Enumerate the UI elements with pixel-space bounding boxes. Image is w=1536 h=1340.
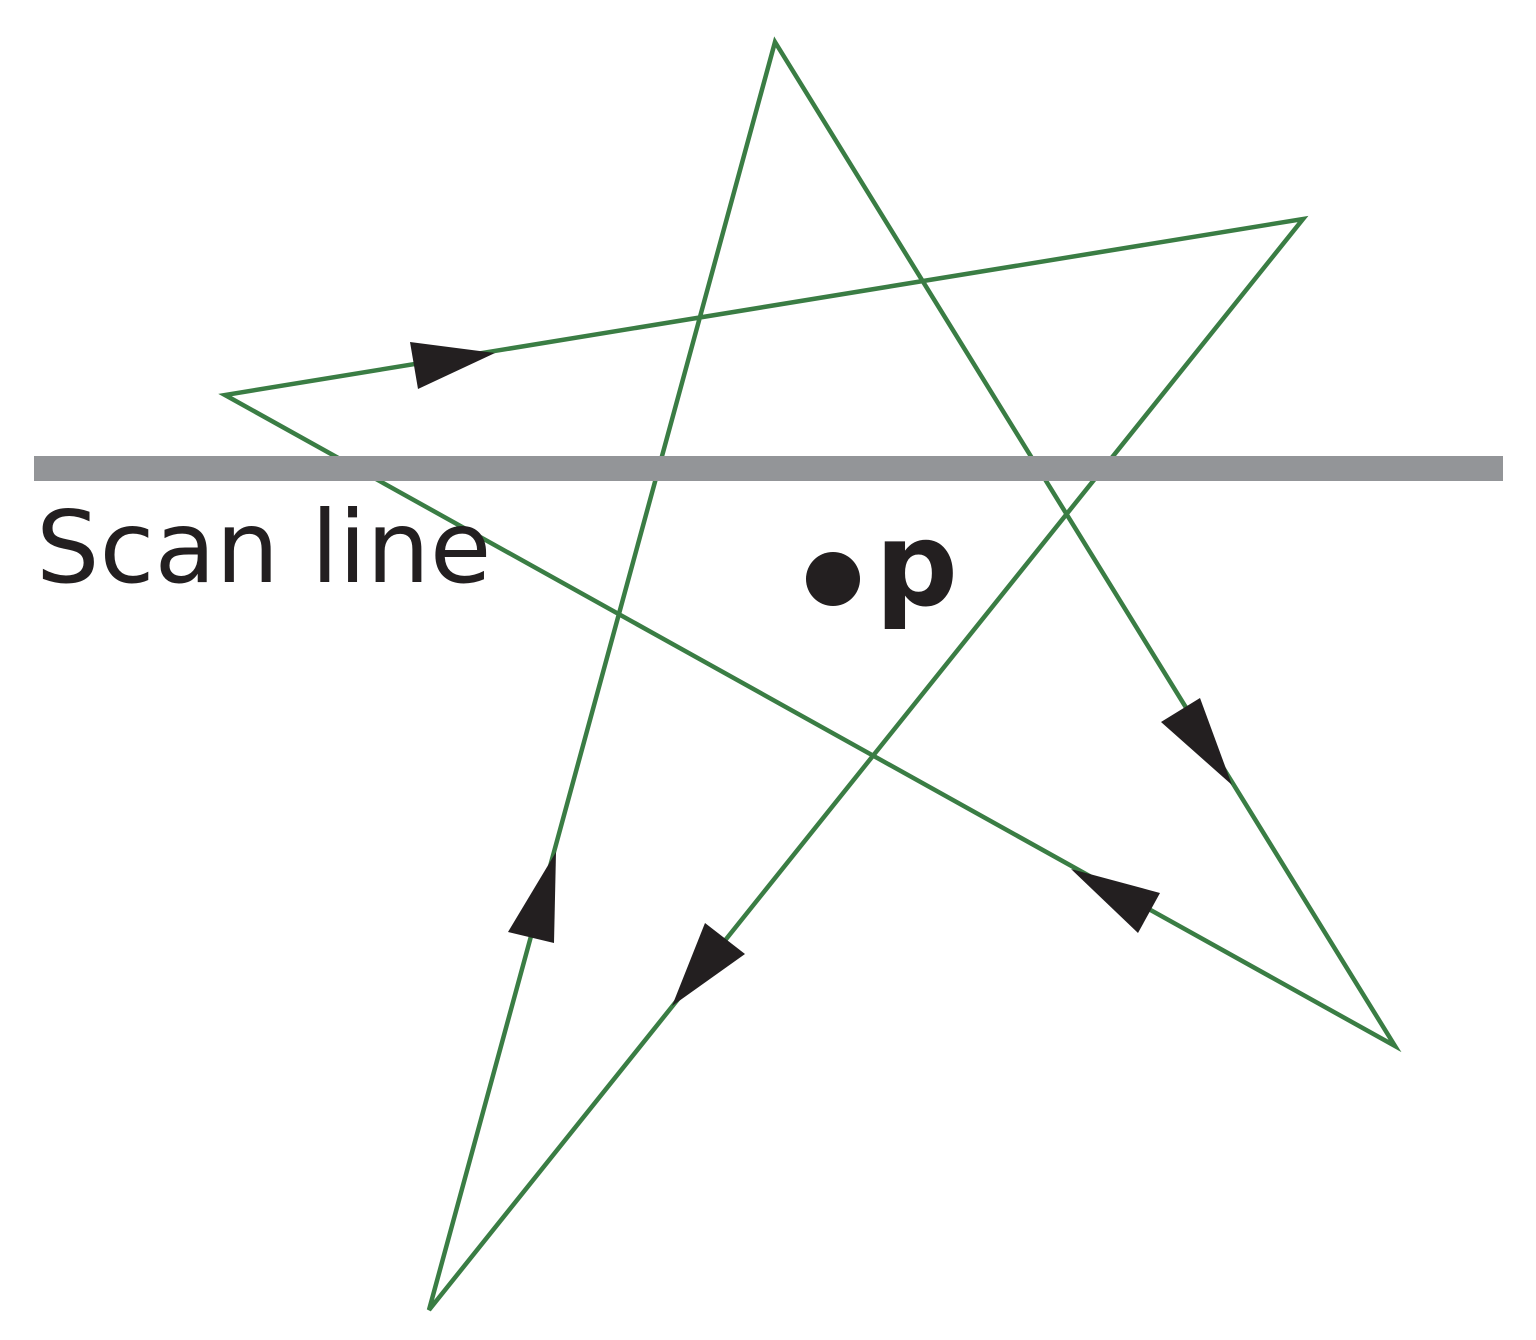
direction-arrow-icon <box>410 342 495 389</box>
point-p-dot <box>806 552 860 606</box>
point-p-label: p <box>875 498 958 633</box>
scan-line <box>34 456 1503 481</box>
direction-arrow-icon <box>1161 698 1232 785</box>
direction-arrow-icon <box>1071 869 1160 933</box>
direction-arrow-icon <box>672 923 745 1006</box>
direction-arrow-icon <box>508 852 556 943</box>
scan-line-label: Scan line <box>36 489 491 606</box>
star-polygon <box>218 36 1402 1312</box>
